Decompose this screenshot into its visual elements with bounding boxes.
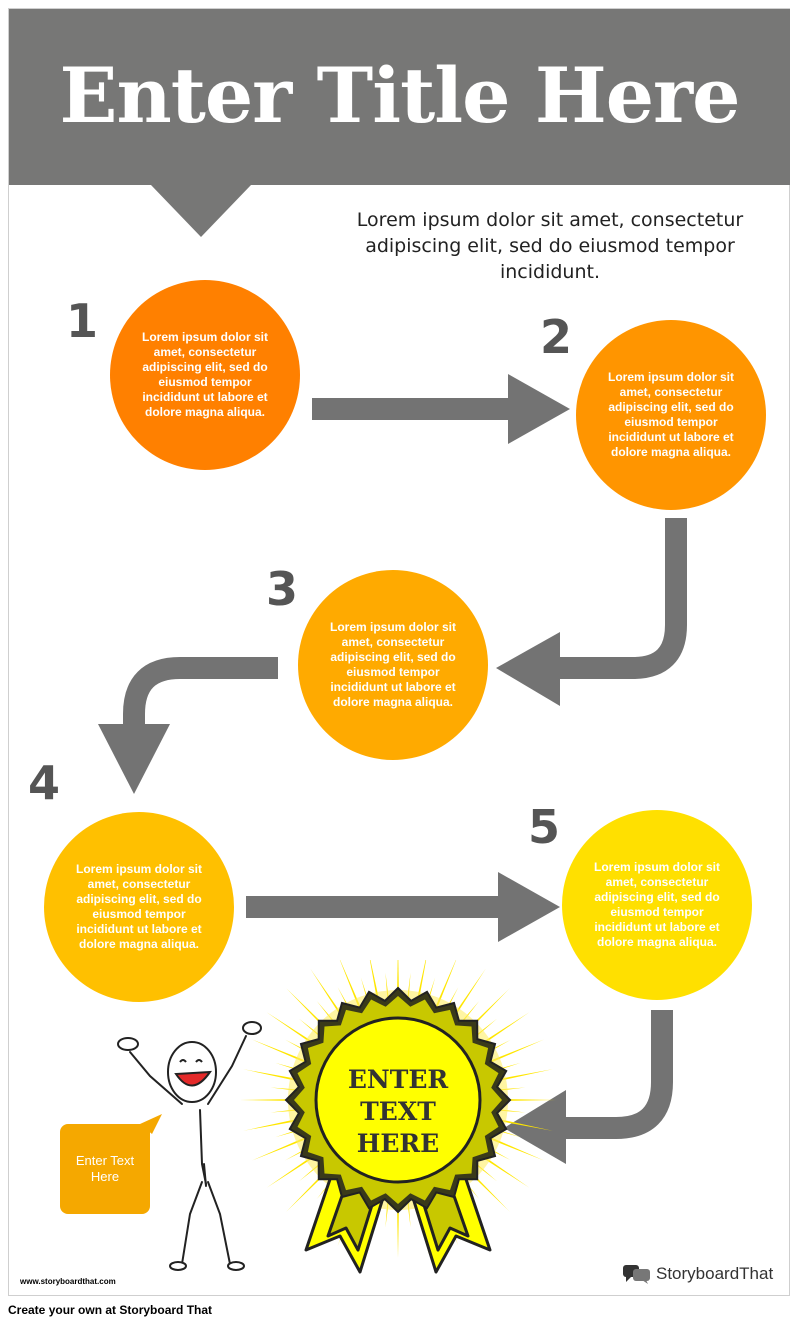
title-banner (9, 9, 790, 185)
step-3-number: 3 (266, 562, 299, 616)
step-2-text: Lorem ipsum dolor sit amet, consectetur … (607, 370, 734, 459)
brand-name: StoryboardThat (656, 1264, 774, 1283)
step-5-number: 5 (528, 800, 561, 854)
speech-bubbles-icon (623, 1265, 650, 1284)
step-3-text: Lorem ipsum dolor sit amet, consectetur … (329, 620, 456, 709)
footer-credit[interactable]: Create your own at Storyboard That (8, 1303, 213, 1317)
step-2-circle[interactable]: Lorem ipsum dolor sit amet, consectetur … (576, 320, 766, 510)
speech-bubble-tail (140, 1114, 162, 1134)
badge-center (314, 1016, 482, 1184)
step-3-circle[interactable]: Lorem ipsum dolor sit amet, consectetur … (298, 570, 488, 760)
arrow-4-to-5 (246, 872, 560, 942)
intro-text[interactable]: Lorem ipsum dolor sit amet, consectetur … (356, 209, 744, 283)
step-1-circle[interactable]: Lorem ipsum dolor sit amet, consectetur … (110, 280, 300, 470)
step-4-text: Lorem ipsum dolor sit amet, consectetur … (75, 862, 202, 951)
step-1-text: Lorem ipsum dolor sit amet, consectetur … (141, 330, 268, 419)
page-title[interactable]: Enter Title Here (59, 51, 741, 140)
step-4-number: 4 (28, 756, 61, 810)
step-5-text: Lorem ipsum dolor sit amet, consectetur … (593, 860, 720, 949)
award-badge-graphic (240, 960, 556, 1274)
step-1-number: 1 (66, 294, 99, 348)
arrow-5-to-badge (560, 1010, 673, 1139)
arrow-3-to-4-head (98, 724, 170, 794)
banner-pointer (151, 185, 251, 237)
arrow-2-to-3 (556, 518, 687, 679)
step-5-circle[interactable]: Lorem ipsum dolor sit amet, consectetur … (562, 810, 752, 1000)
stick-figure-character (117, 1021, 262, 1271)
storyboardthat-logo[interactable]: StoryboardThat (622, 1262, 773, 1286)
badge-text[interactable]: ENTER TEXT HERE (347, 1065, 449, 1158)
storyboardthat-url[interactable]: www.storyboardthat.com (20, 1277, 116, 1286)
arrow-3-to-4 (123, 657, 278, 732)
step-2-number: 2 (540, 310, 573, 364)
stick-figure-head (167, 1041, 217, 1103)
speech-bubble-text: Enter Text Here (75, 1153, 135, 1184)
arrow-2-to-3-head (496, 632, 560, 706)
arrow-1-to-2 (312, 374, 570, 444)
speech-bubble[interactable]: Enter Text Here (60, 1124, 150, 1214)
step-4-circle[interactable]: Lorem ipsum dolor sit amet, consectetur … (44, 812, 234, 1002)
